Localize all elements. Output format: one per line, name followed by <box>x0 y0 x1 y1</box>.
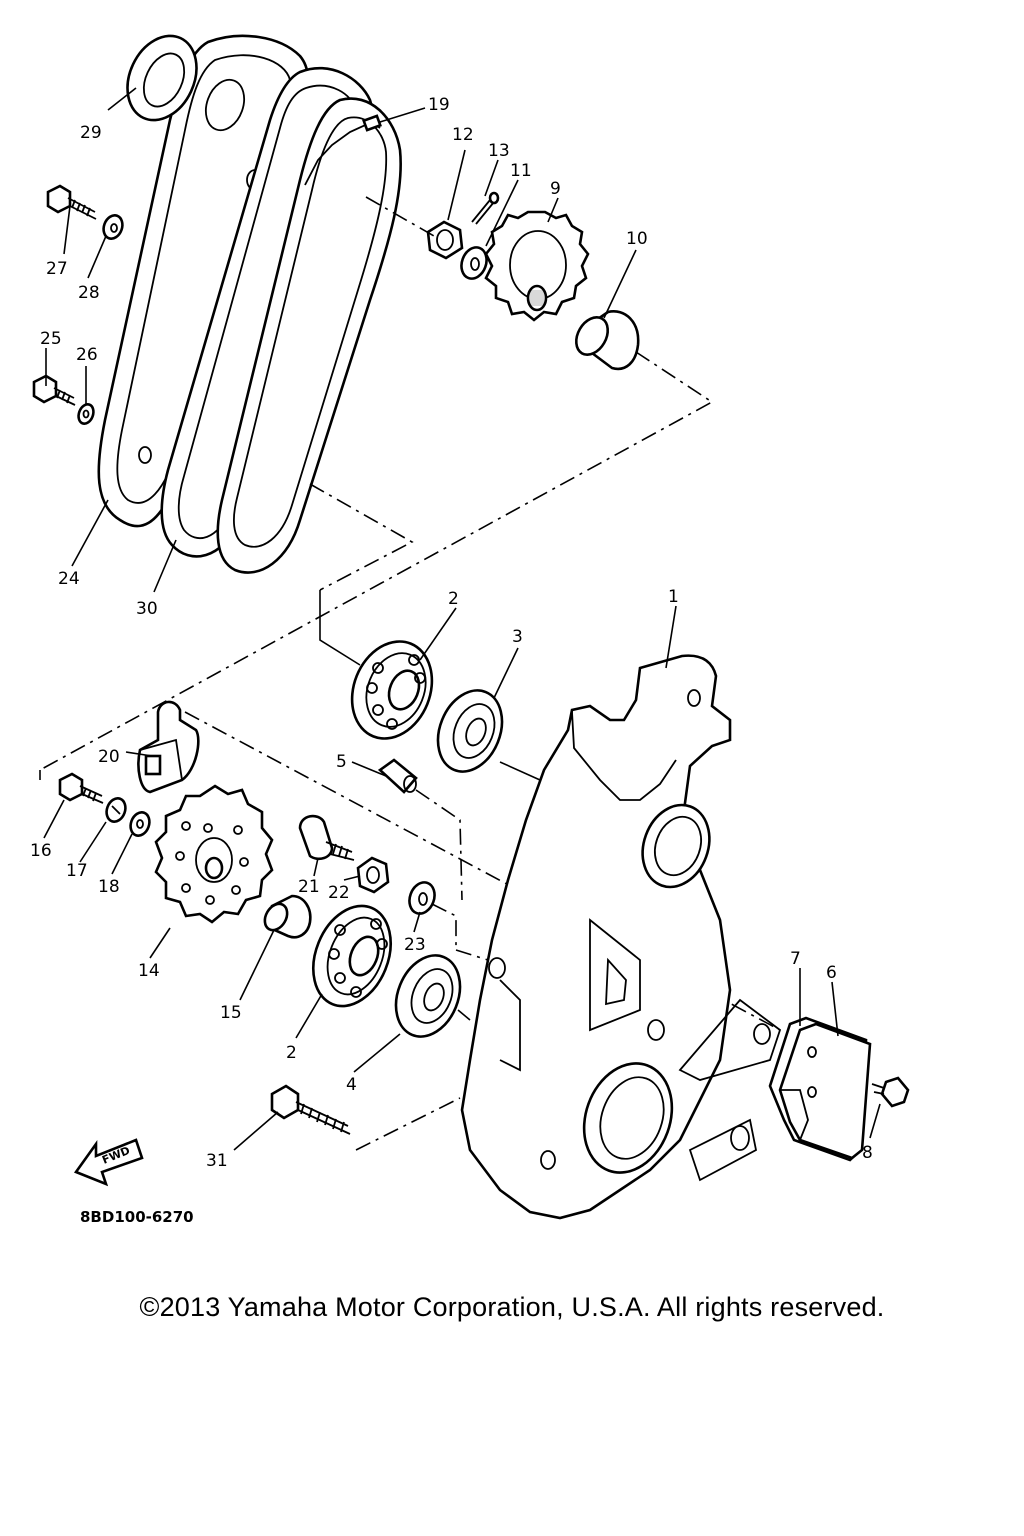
nut-part-12 <box>426 220 464 260</box>
callout-6: 6 <box>826 963 837 983</box>
callout-5: 5 <box>336 752 347 772</box>
chain-case-inner-ring <box>216 97 402 574</box>
callout-labels: 1 2 2 3 4 5 6 7 8 9 10 11 12 13 14 15 16… <box>30 95 873 1171</box>
oil-seal-part-4 <box>394 954 462 1038</box>
callout-28: 28 <box>78 283 100 303</box>
bolt-part-25 <box>32 374 76 406</box>
oil-seal-part-29 <box>126 34 198 122</box>
bearing-part-2-upper <box>350 640 434 740</box>
washer-part-23 <box>408 881 436 915</box>
callout-14: 14 <box>138 961 160 981</box>
callout-25: 25 <box>40 329 62 349</box>
callout-10: 10 <box>626 229 648 249</box>
washer-part-11 <box>460 246 488 280</box>
callout-27: 27 <box>46 259 68 279</box>
washer-part-18 <box>129 811 151 837</box>
callout-3: 3 <box>512 627 523 647</box>
callout-16: 16 <box>30 841 52 861</box>
callout-4: 4 <box>346 1075 357 1095</box>
washer-part-28 <box>102 214 124 240</box>
callout-31: 31 <box>206 1151 228 1171</box>
oil-seal-part-3 <box>436 689 504 773</box>
copyright-notice: ©2013 Yamaha Motor Corporation, U.S.A. A… <box>139 1292 885 1322</box>
callout-22: 22 <box>328 883 350 903</box>
bolt-part-27 <box>46 184 97 220</box>
nut-part-22 <box>356 856 390 894</box>
cotter-pin-part-13 <box>471 191 500 225</box>
chain-part-19 <box>304 114 382 186</box>
leader-lines <box>43 87 881 1151</box>
callout-8: 8 <box>862 1143 873 1163</box>
callout-1: 1 <box>668 587 679 607</box>
callout-19: 19 <box>428 95 450 115</box>
exploded-parts-diagram: FWD 1 2 <box>30 34 910 1226</box>
callout-30: 30 <box>136 599 158 619</box>
callout-7: 7 <box>790 949 801 969</box>
callout-29: 29 <box>80 123 102 143</box>
washer-part-26 <box>77 403 95 425</box>
washer-part-17 <box>105 797 127 823</box>
callout-18: 18 <box>98 877 120 897</box>
chain-case-housing-part-1 <box>460 654 782 1220</box>
tensioner-part-20 <box>137 700 200 794</box>
callout-2-upper: 2 <box>448 589 459 609</box>
sprocket-part-14 <box>154 784 274 924</box>
callout-20: 20 <box>98 747 120 767</box>
bolt-part-16 <box>58 772 104 804</box>
callout-26: 26 <box>76 345 98 365</box>
callout-13: 13 <box>488 141 510 161</box>
bracket-part-6 <box>778 1022 872 1160</box>
callout-23: 23 <box>404 935 426 955</box>
callout-17: 17 <box>66 861 88 881</box>
callout-11: 11 <box>510 161 532 181</box>
callout-12: 12 <box>452 125 474 145</box>
callout-9: 9 <box>550 179 561 199</box>
sprocket-part-9 <box>484 210 590 322</box>
collar-part-10 <box>574 310 640 371</box>
clip-part-5 <box>377 758 418 794</box>
callout-2-lower: 2 <box>286 1043 297 1063</box>
callout-21: 21 <box>298 877 320 897</box>
collar-part-15 <box>263 894 312 939</box>
callout-15: 15 <box>220 1003 242 1023</box>
drawing-code: 8BD100-6270 <box>80 1208 194 1226</box>
bearing-part-2-lower <box>312 904 392 1008</box>
callout-24: 24 <box>58 569 80 589</box>
bolt-part-21 <box>298 814 355 861</box>
bolt-part-31 <box>270 1084 351 1135</box>
bolt-part-8 <box>871 1076 910 1108</box>
forward-arrow-icon: FWD <box>73 1138 144 1187</box>
